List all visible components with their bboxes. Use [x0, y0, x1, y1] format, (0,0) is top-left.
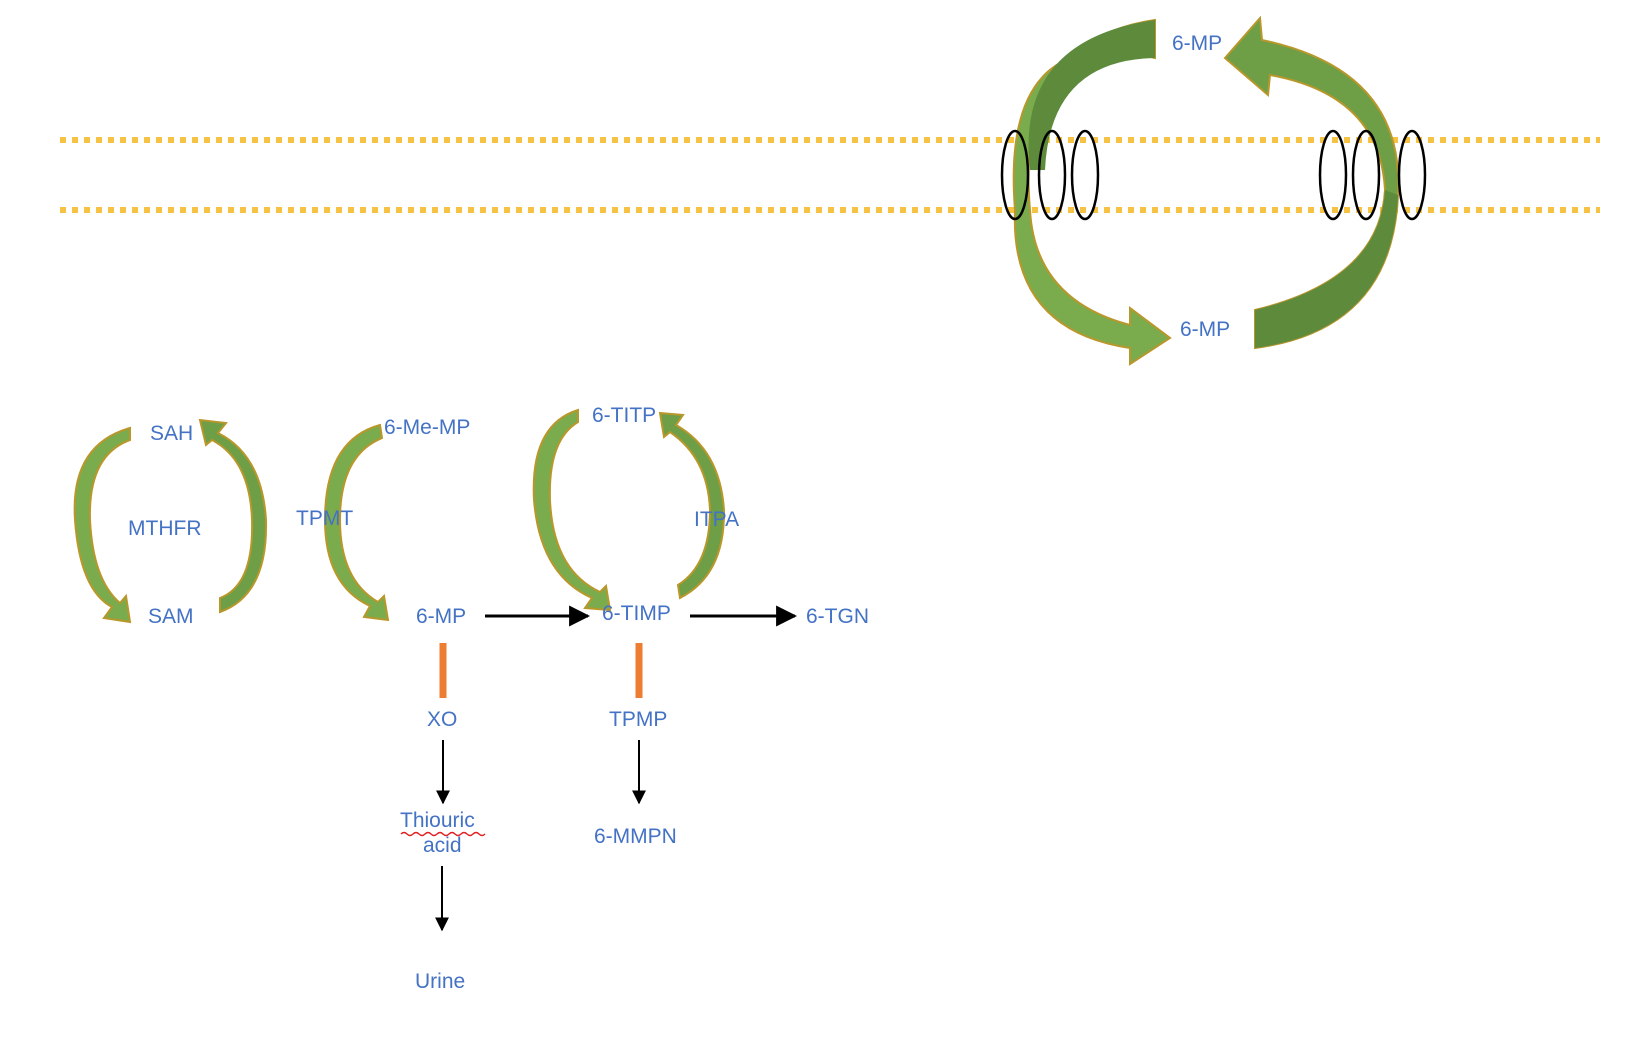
label-thiouric: Thiouric	[400, 809, 475, 832]
label-6mp: 6-MP	[416, 605, 466, 628]
channel-oval-icon	[1070, 129, 1100, 221]
label-tpmt: TPMT	[296, 507, 353, 530]
sam-to-sah-arrow-icon	[198, 418, 268, 614]
influx-arrow-dark-icon	[1028, 20, 1155, 170]
label-6mp-inside: 6-MP	[1180, 318, 1230, 341]
spellcheck-squiggle-icon	[400, 831, 486, 837]
label-mthfr: MTHFR	[128, 517, 201, 540]
label-sah: SAH	[150, 422, 193, 445]
channels-left	[1000, 129, 1100, 221]
cell-membrane	[60, 137, 1600, 213]
sah-to-sam-arrow-icon	[73, 426, 132, 624]
timp-to-titp-arrow-icon	[532, 408, 612, 612]
label-6-mmpn: 6-MMPN	[594, 825, 677, 848]
label-6-timp: 6-TIMP	[602, 602, 671, 625]
label-6-titp: 6-TITP	[592, 404, 656, 427]
label-urine: Urine	[415, 970, 465, 993]
transport-cycle	[1012, 15, 1400, 366]
label-acid: acid	[423, 834, 462, 857]
titp-to-timp-arrow-icon	[658, 411, 726, 600]
tpmt-arrow-icon	[323, 423, 390, 622]
methylation-cycle	[73, 418, 268, 624]
efflux-arrow-dark-icon	[1255, 190, 1398, 348]
channel-oval-icon	[1037, 129, 1067, 221]
channel-oval-icon	[1351, 129, 1381, 221]
channels-right	[1318, 129, 1427, 221]
itpa-cycle	[532, 408, 726, 612]
channel-oval-icon	[1397, 129, 1427, 221]
channel-oval-icon	[1000, 129, 1030, 221]
channel-oval-icon	[1318, 129, 1348, 221]
label-tpmp: TPMP	[609, 708, 667, 731]
label-6-me-mp: 6-Me-MP	[384, 416, 470, 439]
label-sam: SAM	[148, 605, 194, 628]
label-xo: XO	[427, 708, 457, 731]
label-6-tgn: 6-TGN	[806, 605, 869, 628]
label-6mp-outside: 6-MP	[1172, 32, 1222, 55]
label-itpa: ITPA	[694, 508, 739, 531]
